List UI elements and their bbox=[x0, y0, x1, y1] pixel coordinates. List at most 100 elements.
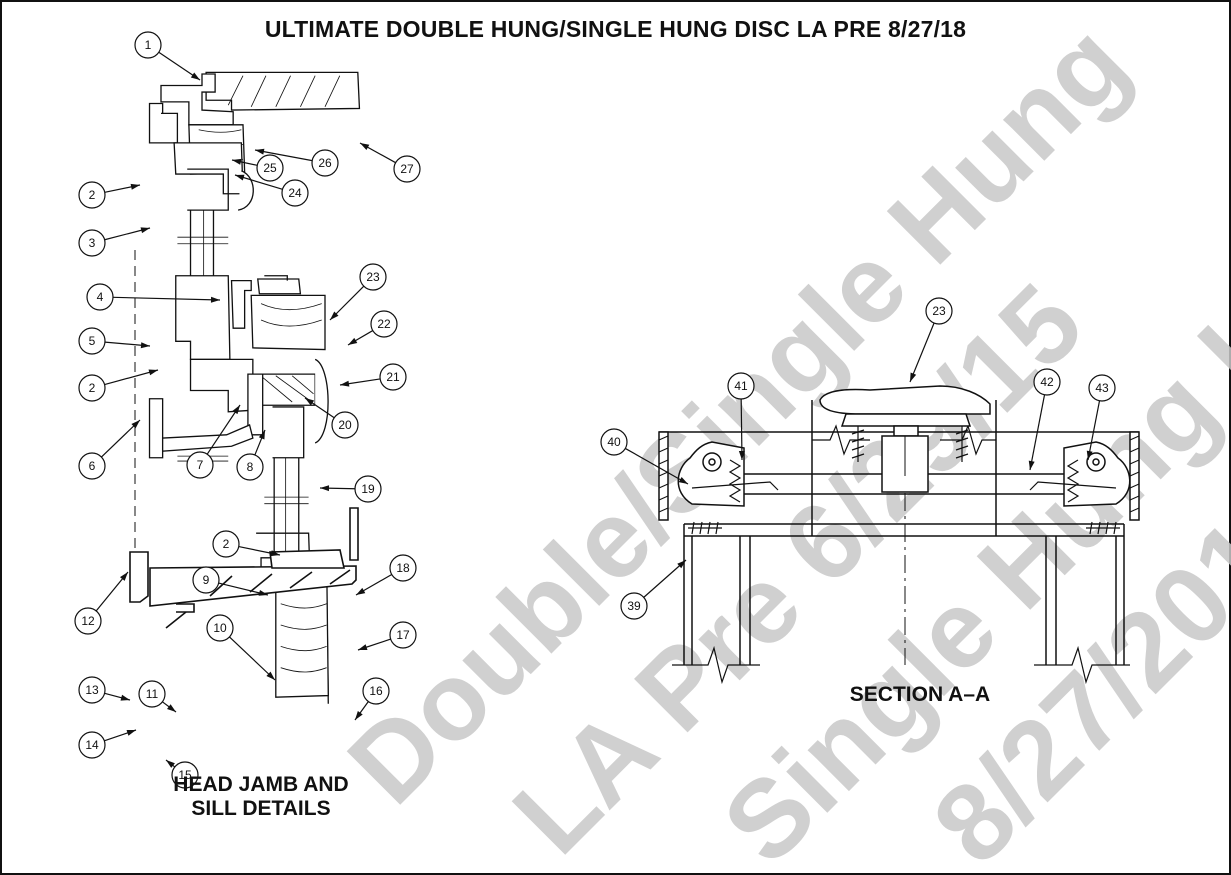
callout-number: 15 bbox=[178, 768, 192, 782]
callout-arrowhead bbox=[678, 476, 688, 484]
callout-arrowhead bbox=[910, 372, 917, 382]
callout-left-14: 6 bbox=[78, 419, 141, 480]
callout-arrowhead bbox=[1028, 460, 1035, 470]
sash-lock-cap bbox=[264, 275, 288, 281]
callout-left-23: 10 bbox=[206, 614, 276, 681]
callout-number: 2 bbox=[89, 381, 96, 395]
left-jamb bbox=[658, 431, 669, 521]
callout-right-5: 39 bbox=[620, 559, 687, 620]
head-stop bbox=[237, 170, 254, 211]
callout-number: 6 bbox=[89, 459, 96, 473]
left-caption-line-2: SILL DETAILS bbox=[191, 797, 331, 820]
lower-sash-top bbox=[189, 358, 254, 413]
callout-number: 13 bbox=[85, 683, 99, 697]
callout-right-0: 23 bbox=[909, 297, 953, 383]
callout-arrowhead bbox=[130, 183, 140, 190]
right-jamb-hatch bbox=[1129, 435, 1140, 513]
callout-left-6: 27 bbox=[359, 142, 421, 183]
jamb-extension bbox=[148, 398, 164, 459]
right-screw bbox=[1086, 521, 1120, 535]
callout-left-3: 24 bbox=[234, 174, 309, 207]
sill-hatch bbox=[209, 569, 351, 597]
callout-arrowhead bbox=[120, 694, 130, 701]
left-view-caption: HEAD JAMB AND SILL DETAILS bbox=[96, 773, 426, 821]
callout-arrowhead bbox=[358, 644, 368, 650]
callout-circle bbox=[78, 374, 106, 402]
callout-circle bbox=[727, 372, 755, 400]
lock-keeper bbox=[230, 279, 252, 329]
callout-leader bbox=[104, 369, 159, 386]
callout-arrowhead bbox=[131, 420, 140, 429]
side-jamb-arm bbox=[161, 424, 254, 452]
callout-circle bbox=[134, 31, 162, 59]
left-balance-arm bbox=[691, 481, 779, 491]
callout-left-5: 26 bbox=[254, 148, 339, 177]
callout-left-26: 11 bbox=[138, 680, 177, 713]
callout-left-12: 21 bbox=[339, 363, 407, 391]
sill-clip bbox=[176, 603, 195, 613]
right-balance-shoe bbox=[1063, 441, 1131, 507]
callout-circle bbox=[78, 676, 106, 704]
callout-arrowhead bbox=[258, 589, 268, 596]
break-line-3 bbox=[264, 496, 309, 505]
callout-arrowhead bbox=[255, 148, 265, 155]
callout-circle bbox=[256, 154, 284, 182]
left-screw bbox=[688, 521, 722, 535]
callout-arrowhead bbox=[340, 380, 350, 387]
callout-circle bbox=[74, 607, 102, 635]
callout-leader bbox=[740, 398, 743, 461]
callout-number: 24 bbox=[288, 186, 302, 200]
callout-number: 16 bbox=[369, 684, 383, 698]
meeting-rail-block bbox=[258, 373, 316, 406]
callout-arrowhead bbox=[305, 398, 315, 406]
upper-sash-bottom bbox=[175, 275, 231, 361]
callout-arrowhead bbox=[210, 296, 220, 303]
callout-arrowhead bbox=[258, 430, 265, 440]
callout-number: 26 bbox=[318, 156, 332, 170]
callout-left-18: 2 bbox=[212, 530, 281, 558]
trim-hatch bbox=[227, 75, 341, 107]
callout-number: 1 bbox=[145, 38, 152, 52]
callout-arrowhead bbox=[140, 227, 150, 234]
callout-circle bbox=[206, 614, 234, 642]
bottom-break-right bbox=[1034, 645, 1130, 685]
callout-arrowhead bbox=[190, 72, 200, 80]
callout-arrowhead bbox=[360, 143, 370, 150]
callout-circle bbox=[78, 327, 106, 355]
callout-circle bbox=[393, 155, 421, 183]
head-jamb-sill-section bbox=[148, 71, 361, 704]
callout-circle bbox=[1033, 368, 1061, 396]
callout-left-0: 1 bbox=[134, 31, 201, 81]
callout-left-15: 7 bbox=[186, 404, 241, 479]
callout-left-28: 15 bbox=[165, 759, 199, 789]
callout-arrowhead bbox=[232, 405, 240, 415]
callout-left-20: 9 bbox=[192, 566, 269, 596]
callout-leader bbox=[112, 296, 221, 301]
section-a-a bbox=[658, 385, 1140, 685]
head-cover bbox=[148, 102, 164, 144]
callout-number: 14 bbox=[85, 738, 99, 752]
callout-left-7: 4 bbox=[86, 283, 221, 311]
callout-number: 5 bbox=[89, 334, 96, 348]
callout-circle bbox=[86, 283, 114, 311]
callout-circle bbox=[78, 229, 106, 257]
callout-left-13: 20 bbox=[304, 397, 359, 439]
callout-number: 4 bbox=[97, 290, 104, 304]
callout-number: 3 bbox=[89, 236, 96, 250]
sash-lock-stem bbox=[893, 425, 919, 437]
meeting-rail-wood bbox=[250, 294, 326, 351]
callout-number: 19 bbox=[361, 482, 375, 496]
upper-sash-top bbox=[173, 142, 244, 195]
callout-circle bbox=[138, 680, 166, 708]
callout-left-21: 12 bbox=[74, 571, 129, 635]
left-balance-pivot bbox=[702, 452, 722, 472]
callout-left-4: 25 bbox=[231, 154, 284, 182]
callout-number: 11 bbox=[146, 687, 159, 701]
callout-circle bbox=[620, 592, 648, 620]
sill-cover bbox=[129, 551, 149, 603]
callout-number: 43 bbox=[1095, 381, 1109, 395]
screw-right bbox=[955, 426, 969, 462]
callout-right-4: 43 bbox=[1086, 374, 1116, 461]
callout-circle bbox=[212, 530, 240, 558]
